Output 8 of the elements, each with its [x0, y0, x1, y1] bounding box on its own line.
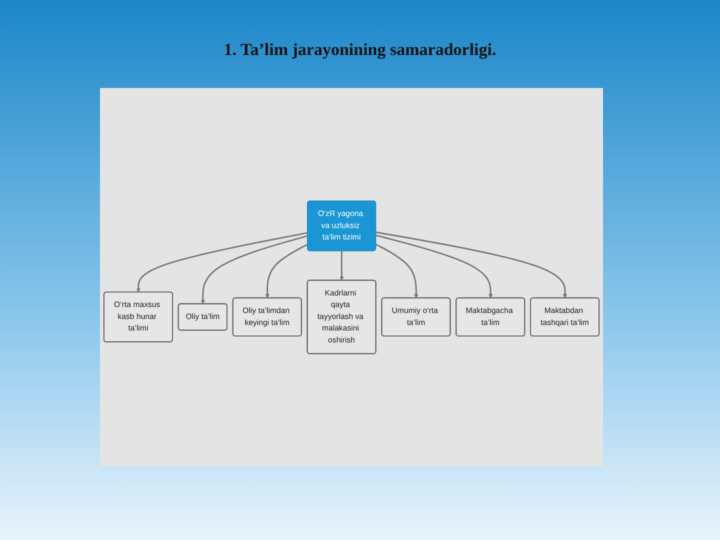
arrow — [200, 234, 308, 304]
arrow — [265, 243, 308, 298]
arrow — [136, 232, 308, 292]
arrow — [376, 231, 568, 298]
arrow — [376, 234, 493, 298]
slide-title: 1. Ta’lim jarayonining samaradorligi. — [222, 40, 498, 60]
arrow — [340, 250, 344, 280]
arrow — [376, 243, 418, 298]
